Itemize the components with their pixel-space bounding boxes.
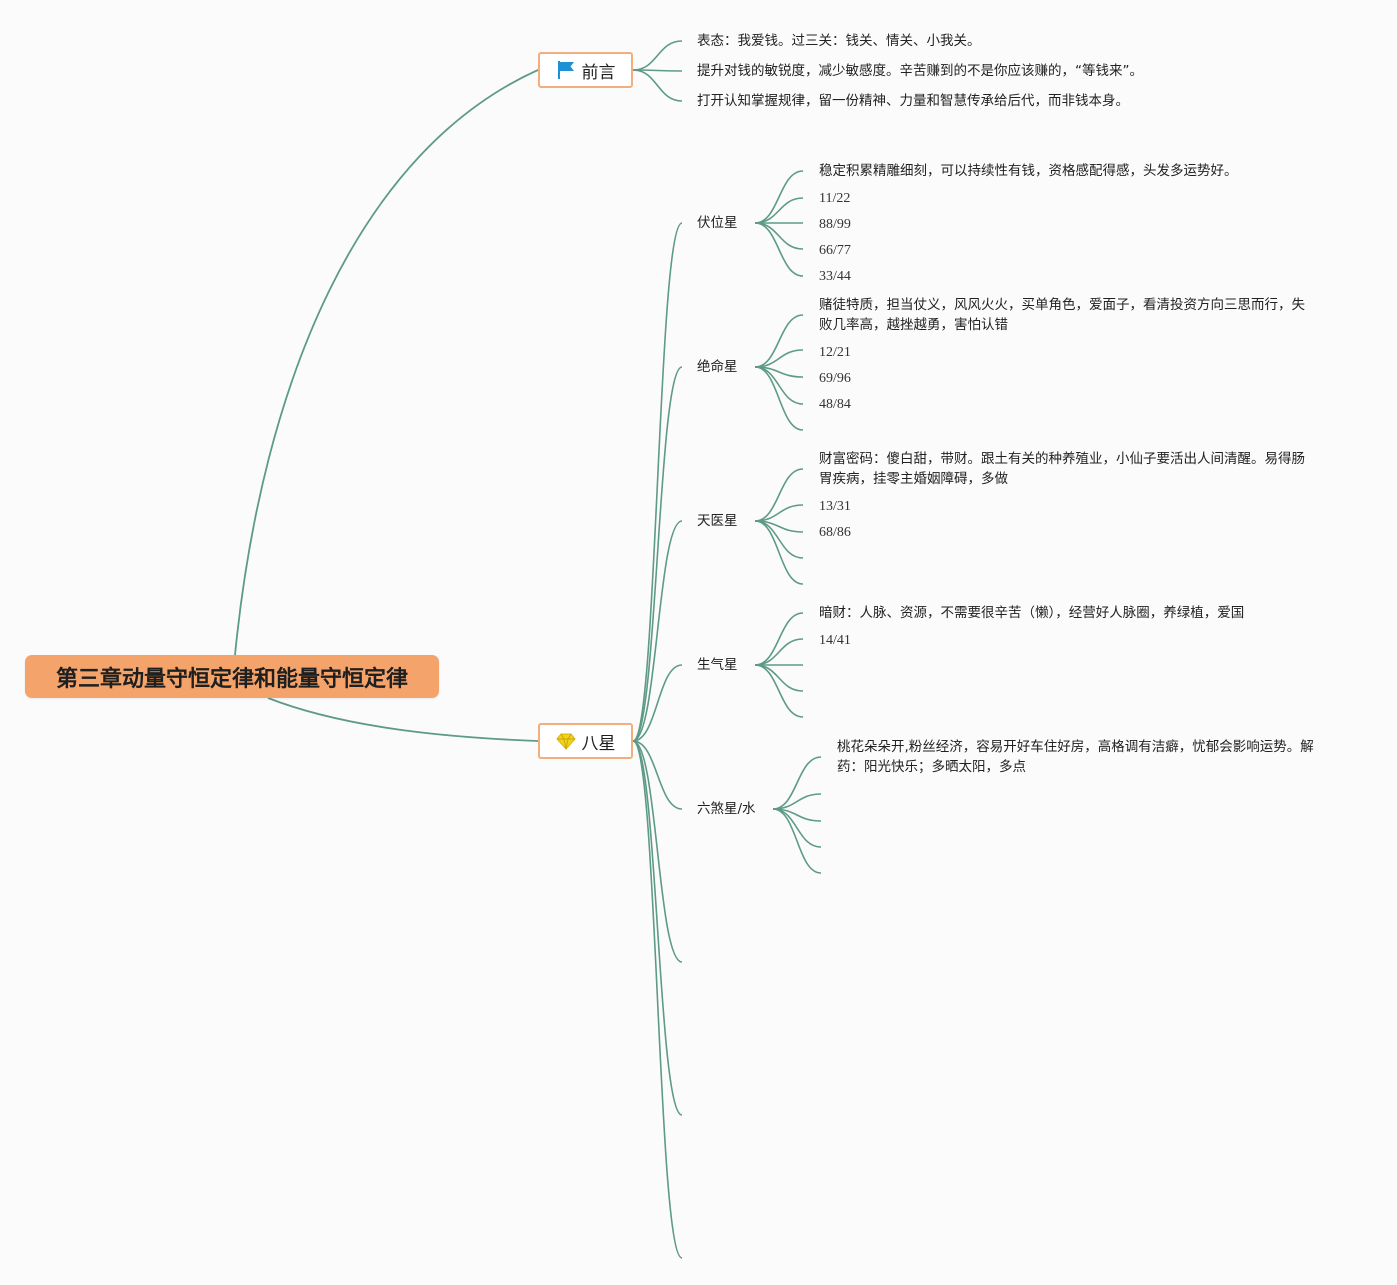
topic-preface-label: 前言: [581, 62, 616, 83]
topic-eight-stars-label: 八星: [581, 733, 616, 754]
connector-root-preface: [234, 69, 539, 656]
connector-detail: [754, 664, 804, 692]
preface-item[interactable]: 打开认知掌握规律，留一份精神、力量和智慧传承给后代，而非钱本身。: [697, 93, 1129, 109]
star-number[interactable]: 33/44: [819, 269, 851, 284]
star-description[interactable]: 财富密码：傻白甜，带财。跟土有关的种养殖业，小仙子要活出人间清醒。易得肠胃疾病，…: [819, 451, 1305, 487]
star-number[interactable]: 14/41: [819, 633, 851, 648]
topic-eight-stars[interactable]: 八星: [538, 723, 633, 759]
star-number[interactable]: 48/84: [819, 397, 851, 412]
star-number[interactable]: 88/99: [819, 217, 851, 232]
connector-detail: [754, 664, 804, 718]
star-tianyi[interactable]: 天医星: [697, 513, 738, 529]
connector-detail: [754, 222, 804, 277]
star-liusha[interactable]: 六煞星/水: [697, 801, 756, 817]
root-topic[interactable]: 第三章动量守恒定律和能量守恒定律: [25, 655, 439, 698]
root-topic-label: 第三章动量守恒定律和能量守恒定律: [55, 666, 408, 692]
connector-detail: [754, 520, 804, 585]
connector-detail: [772, 756, 822, 810]
connector-star-branch: [632, 740, 683, 1116]
connector-preface-item: [632, 69, 683, 102]
star-description[interactable]: 暗财：人脉、资源，不需要很辛苦（懒），经营好人脉圈，养绿植，爱国: [819, 605, 1245, 621]
topic-preface[interactable]: 前言: [538, 52, 633, 88]
star-description[interactable]: 桃花朵朵开,粉丝经济，容易开好车住好房，高格调有洁癖，忧郁会影响运势。解药：阳光…: [837, 739, 1314, 775]
preface-item[interactable]: 表态：我爱钱。过三关：钱关、情关、小我关。: [697, 33, 981, 49]
connector-detail: [754, 468, 804, 522]
connector-detail: [772, 808, 822, 874]
star-description[interactable]: 稳定积累精雕细刻，可以持续性有钱，资格感配得感，头发多运势好。: [819, 163, 1238, 179]
star-description[interactable]: 赌徒特质，担当仗义，风风火火，买单角色，爱面子，看清投资方向三思而行，失败几率高…: [819, 297, 1305, 333]
star-number[interactable]: 68/86: [819, 525, 851, 540]
connector-detail: [754, 170, 804, 224]
connector-star-branch: [632, 740, 683, 810]
flag-icon: [556, 60, 576, 80]
connector-detail: [754, 222, 804, 250]
connector-star-branch: [632, 740, 683, 963]
connector-preface-item: [632, 40, 683, 71]
star-jueming[interactable]: 绝命星: [697, 359, 738, 375]
gem-icon: [555, 731, 576, 751]
connector-root-eight-stars: [267, 697, 539, 742]
star-shengqi[interactable]: 生气星: [697, 657, 738, 673]
connector-detail: [754, 366, 804, 431]
connector-star-branch: [632, 222, 683, 742]
connector-star-branch: [632, 740, 683, 1259]
connector-star-branch: [632, 366, 683, 742]
star-number[interactable]: 11/22: [819, 191, 851, 206]
star-number[interactable]: 66/77: [819, 243, 851, 258]
preface-item[interactable]: 提升对钱的敏锐度，减少敏感度。辛苦赚到的不是你应该赚的，“等钱来”。: [697, 63, 1143, 79]
connector-star-branch: [632, 520, 683, 742]
connector-detail: [754, 638, 804, 666]
star-number[interactable]: 69/96: [819, 371, 851, 386]
connector-detail: [754, 612, 804, 666]
star-fuwei[interactable]: 伏位星: [697, 215, 738, 231]
connector-detail: [754, 314, 804, 368]
star-number[interactable]: 12/21: [819, 345, 851, 360]
star-number[interactable]: 13/31: [819, 499, 851, 514]
connector-detail: [754, 197, 804, 224]
connector-star-branch: [632, 664, 683, 742]
